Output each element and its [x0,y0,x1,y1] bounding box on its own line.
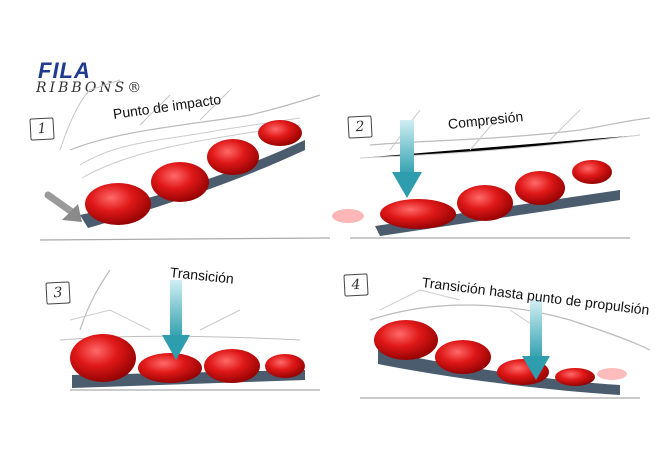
pod [515,171,565,205]
ribbons-logo: RIBBONS® [36,80,145,96]
step-number-2: 2 [347,115,373,139]
pod [151,162,209,202]
down-arrow-icon [392,120,422,198]
fila-logo: FILA [38,58,91,83]
pod [70,334,136,382]
pod [380,199,456,229]
panel-1-sketch [39,79,331,241]
shoe-outline [69,94,321,151]
pod [457,185,513,221]
panel-2: 2 Compresión [330,0,660,240]
pod [207,139,259,175]
down-arrow-icon [522,300,550,380]
pod [374,320,438,360]
pod [265,354,305,378]
panel-4: 4 Transición hasta punto de propulsión [330,240,660,460]
panel-1: 1 Punto de impacto [0,0,331,241]
pod [85,183,151,225]
panel-3-sketch [59,269,320,391]
pod [435,340,491,374]
pod [258,120,302,146]
pod [555,368,595,386]
step-number-1: 1 [29,117,55,141]
panel-2-sketch [332,109,651,239]
impact-arrow-icon [44,191,82,222]
pod [572,160,612,184]
panel-3: 3 Transición [0,240,330,460]
pod [138,353,202,383]
step-number-4: 4 [343,273,369,297]
ground-line [39,237,331,241]
down-arrow-icon [162,280,190,360]
pod [204,349,260,383]
step-number-3: 3 [45,281,71,305]
panel-4-sketch [360,289,651,399]
